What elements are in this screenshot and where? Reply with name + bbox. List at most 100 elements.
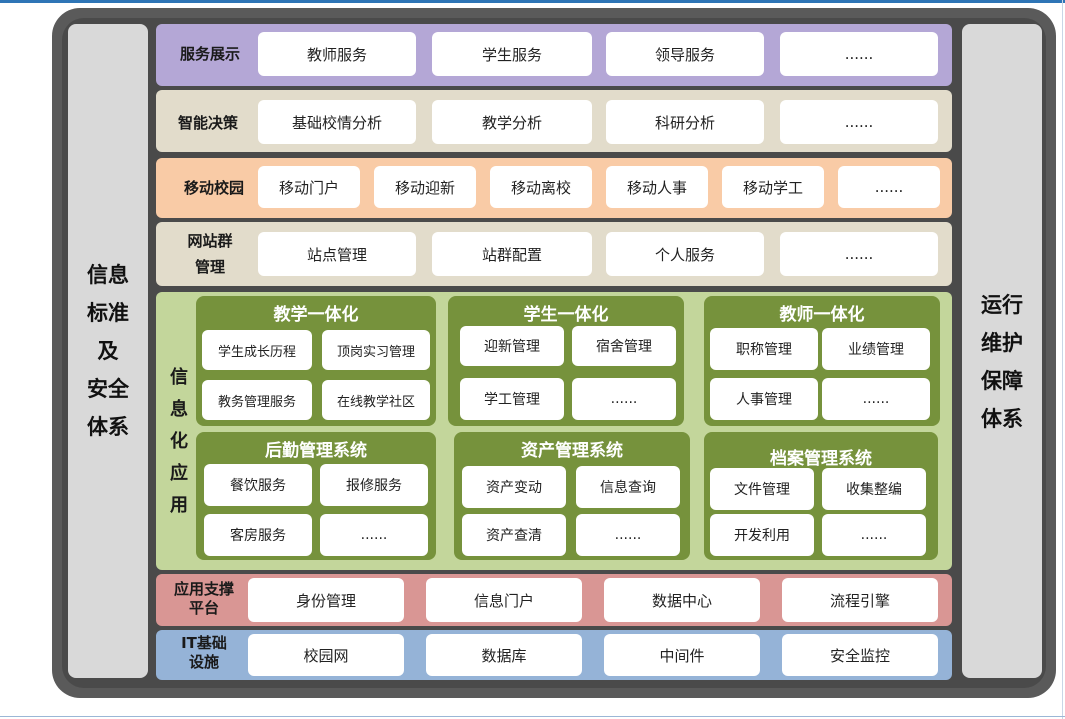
- layer-title: 智能决策: [178, 114, 239, 132]
- group-item: 开发利用: [710, 514, 814, 556]
- group-item: 教务管理服务: [202, 380, 312, 420]
- group-item: ......: [576, 514, 680, 556]
- layer-title: 移动校园: [184, 179, 245, 197]
- right-side-line: 保障: [981, 369, 1023, 393]
- group-title: 后勤管理系统: [265, 441, 367, 461]
- top-border-line: [0, 0, 1065, 3]
- group-title: 档案管理系统: [770, 449, 872, 469]
- group-item: 资产变动: [462, 466, 566, 508]
- website-group-layer: 网站群 管理 站点管理 站群配置 个人服务 ......: [156, 222, 952, 286]
- layer-title-char: 用: [170, 495, 188, 516]
- layer-title-line: 应用支撑: [173, 580, 234, 598]
- infra-item: 校园网: [248, 634, 404, 676]
- layer-title: 服务展示: [180, 45, 241, 63]
- group-item: ......: [822, 378, 930, 420]
- site-item: 站点管理: [258, 232, 416, 276]
- left-side-line: 及: [97, 339, 119, 363]
- group-item: 资产查清: [462, 514, 566, 556]
- group-item: 收集整编: [822, 468, 926, 510]
- group-item: 报修服务: [320, 464, 428, 506]
- service-item: 教师服务: [258, 32, 416, 76]
- right-side-line: 维护: [981, 331, 1023, 355]
- bottom-border-line: [0, 716, 1065, 717]
- group-item: 宿舍管理: [572, 326, 676, 366]
- right-border-line: [1062, 0, 1063, 719]
- decision-item: ......: [780, 100, 938, 144]
- archive-system-group: 档案管理系统 文件管理 收集整编 开发利用 ......: [704, 432, 938, 560]
- layer-title-char: 信: [170, 367, 188, 388]
- informatization-app-layer: 信 息 化 应 用 教学一体化 学生成长历程 顶岗实习管理 教务管理服务 在线教…: [156, 292, 952, 570]
- left-side-line: 信息: [87, 263, 129, 287]
- layer-title-char: 应: [170, 463, 188, 484]
- group-item: 餐饮服务: [204, 464, 312, 506]
- group-title: 教师一体化: [779, 305, 865, 325]
- group-title: 学生一体化: [523, 305, 609, 325]
- support-item: 身份管理: [248, 578, 404, 622]
- group-item: 客房服务: [204, 514, 312, 556]
- mobile-item: 移动门户: [258, 166, 360, 208]
- mobile-item: 移动人事: [606, 166, 708, 208]
- it-infrastructure-layer: IT基础 设施 校园网 数据库 中间件 安全监控: [156, 630, 952, 680]
- group-item: 学工管理: [460, 378, 564, 420]
- support-item: 流程引擎: [782, 578, 938, 622]
- site-item: ......: [780, 232, 938, 276]
- mobile-campus-layer: 移动校园 移动门户 移动迎新 移动离校 移动人事 移动学工 ......: [156, 158, 952, 218]
- mobile-item: 移动学工: [722, 166, 824, 208]
- asset-system-group: 资产管理系统 资产变动 信息查询 资产查清 ......: [454, 432, 690, 560]
- teaching-integration-group: 教学一体化 学生成长历程 顶岗实习管理 教务管理服务 在线教学社区: [196, 296, 436, 426]
- layer-title-line: 网站群: [187, 232, 233, 250]
- service-display-layer: 服务展示 教师服务 学生服务 领导服务 ......: [156, 24, 952, 86]
- right-side-line: 运行: [981, 293, 1023, 317]
- logistics-system-group: 后勤管理系统 餐饮服务 报修服务 客房服务 ......: [196, 432, 436, 560]
- student-integration-group: 学生一体化 迎新管理 宿舍管理 学工管理 ......: [448, 296, 684, 426]
- info-standard-security-panel: 信息 标准 及 安全 体系: [68, 24, 148, 678]
- layer-title-line: IT基础: [181, 634, 227, 652]
- group-title: 教学一体化: [273, 305, 359, 325]
- service-item: 学生服务: [432, 32, 592, 76]
- operation-maintenance-panel: 运行 维护 保障 体系: [962, 24, 1042, 678]
- layer-title-line: 设施: [188, 653, 219, 671]
- left-side-line: 标准: [87, 301, 129, 325]
- service-item: ......: [780, 32, 938, 76]
- infra-item: 安全监控: [782, 634, 938, 676]
- site-item: 站群配置: [432, 232, 592, 276]
- teacher-integration-group: 教师一体化 职称管理 业绩管理 人事管理 ......: [704, 296, 940, 426]
- layer-title-char: 息: [170, 399, 188, 420]
- group-item: 在线教学社区: [322, 380, 430, 420]
- infra-item: 数据库: [426, 634, 582, 676]
- left-side-line: 安全: [87, 377, 129, 401]
- group-item: ......: [822, 514, 926, 556]
- group-item: 业绩管理: [822, 328, 930, 370]
- service-item: 领导服务: [606, 32, 764, 76]
- app-support-platform-layer: 应用支撑 平台 身份管理 信息门户 数据中心 流程引擎: [156, 574, 952, 626]
- layer-title-char: 化: [170, 431, 188, 452]
- mobile-item: 移动迎新: [374, 166, 476, 208]
- group-item: 人事管理: [710, 378, 818, 420]
- left-side-line: 体系: [87, 415, 129, 439]
- mobile-item: 移动离校: [490, 166, 592, 208]
- group-item: 顶岗实习管理: [322, 330, 430, 370]
- mobile-item: ......: [838, 166, 940, 208]
- group-item: 信息查询: [576, 466, 680, 508]
- group-item: 职称管理: [710, 328, 818, 370]
- support-item: 数据中心: [604, 578, 760, 622]
- group-title: 资产管理系统: [521, 441, 623, 461]
- right-side-line: 体系: [981, 407, 1023, 431]
- decision-item: 教学分析: [432, 100, 592, 144]
- smart-decision-layer: 智能决策 基础校情分析 教学分析 科研分析 ......: [156, 90, 952, 152]
- layer-title: 网站群 管理: [184, 232, 236, 277]
- layer-title-line: 平台: [188, 599, 219, 617]
- group-item: 学生成长历程: [202, 330, 312, 370]
- site-item: 个人服务: [606, 232, 764, 276]
- layer-title-line: 管理: [194, 258, 225, 276]
- layer-title: 应用支撑 平台: [162, 580, 246, 618]
- layer-title: 信 息 化 应 用: [166, 362, 192, 522]
- group-item: ......: [572, 378, 676, 420]
- decision-item: 科研分析: [606, 100, 764, 144]
- group-item: ......: [320, 514, 428, 556]
- support-item: 信息门户: [426, 578, 582, 622]
- group-item: 文件管理: [710, 468, 814, 510]
- decision-item: 基础校情分析: [258, 100, 416, 144]
- infra-item: 中间件: [604, 634, 760, 676]
- group-item: 迎新管理: [460, 326, 564, 366]
